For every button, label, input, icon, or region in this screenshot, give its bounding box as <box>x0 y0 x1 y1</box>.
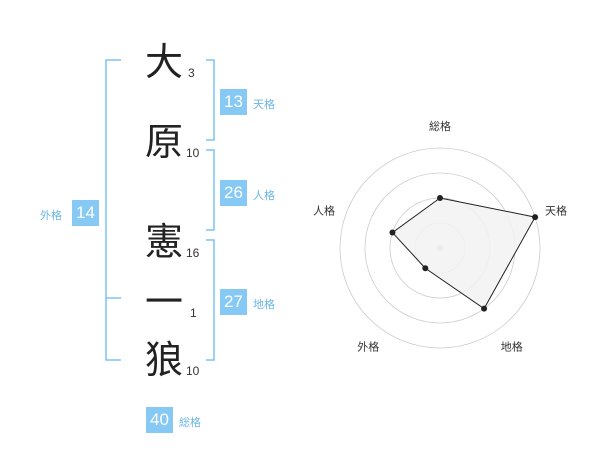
chi-label: 地格 <box>253 298 275 311</box>
radar-point-4 <box>422 265 429 272</box>
sou-value-box: 40 <box>146 407 173 433</box>
name-char-5: 狼 <box>144 338 183 382</box>
radar-point-1 <box>437 195 443 201</box>
stroke-count-3: 16 <box>186 246 200 260</box>
stroke-count-4: 1 <box>190 306 197 320</box>
stroke-count-2: 10 <box>186 146 200 160</box>
ten-label: 天格 <box>253 98 275 111</box>
outer-bracket <box>105 59 121 361</box>
stroke-count-1: 3 <box>188 66 195 80</box>
jin-label: 人格 <box>253 189 275 202</box>
chi-bracket <box>206 239 215 361</box>
ten-value-box: 13 <box>220 89 247 115</box>
name-char-4: 一 <box>144 280 183 324</box>
name-char-3: 憲 <box>144 220 183 264</box>
radar-axis-label-2: 天格 <box>545 203 567 217</box>
radar-axis-label-5: 人格 <box>313 203 335 217</box>
sou-label: 総格 <box>179 416 201 429</box>
name-char-1: 大 <box>144 40 183 84</box>
gai-label: 外格 <box>40 209 62 222</box>
radar-axis-label-4: 外格 <box>357 340 379 354</box>
radar-polygon <box>391 197 536 310</box>
ten-bracket <box>206 59 215 141</box>
radar-axis-label-1: 総格 <box>429 119 451 133</box>
gai-value-box: 14 <box>72 200 99 226</box>
radar-point-5 <box>389 229 396 236</box>
stroke-count-5: 10 <box>186 364 200 378</box>
jin-bracket <box>206 149 215 231</box>
chi-value-box: 27 <box>220 289 247 315</box>
radar-axis-label-3: 地格 <box>501 340 523 354</box>
name-char-2: 原 <box>144 120 183 164</box>
radar-ring <box>339 147 541 349</box>
radar-point-3 <box>481 305 488 312</box>
jin-value-box: 26 <box>220 180 247 206</box>
radar-point-2 <box>532 214 539 221</box>
